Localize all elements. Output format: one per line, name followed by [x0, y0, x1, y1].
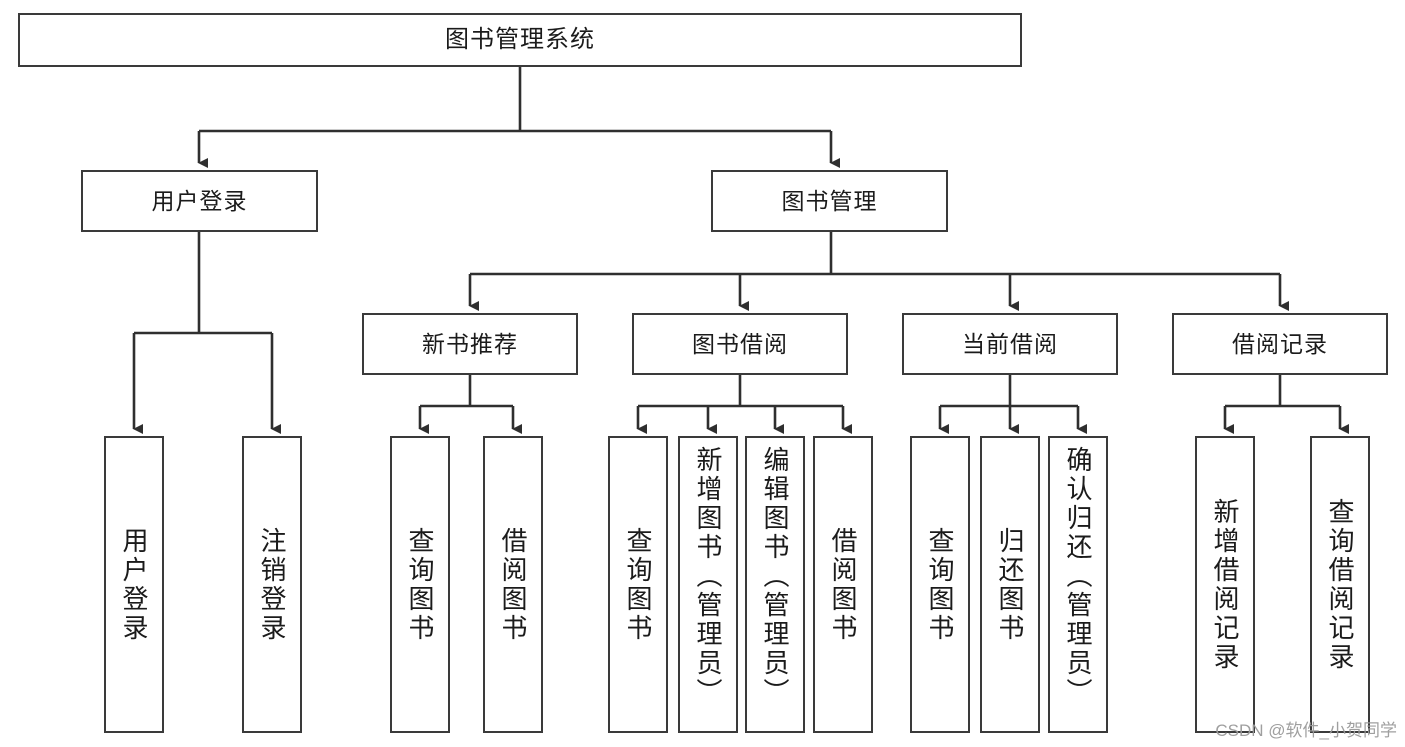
node-leaf-add-book-admin-label: 新增图书（管理员）	[693, 446, 724, 707]
node-leaf-return-book-label: 归还图书	[995, 526, 1026, 643]
node-root-label: 图书管理系统	[445, 26, 595, 53]
node-leaf-logout-login[interactable]: 注销登录	[242, 436, 302, 733]
node-leaf-confirm-return-admin[interactable]: 确认归还（管理员）	[1048, 436, 1108, 733]
node-leaf-query-book-2-label: 查询图书	[623, 526, 654, 643]
node-leaf-query-borrow-record-label: 查询借阅记录	[1325, 497, 1356, 672]
node-leaf-query-book-3[interactable]: 查询图书	[910, 436, 970, 733]
node-leaf-query-book-2[interactable]: 查询图书	[608, 436, 668, 733]
node-leaf-add-borrow-record[interactable]: 新增借阅记录	[1195, 436, 1255, 733]
node-leaf-add-borrow-record-label: 新增借阅记录	[1210, 497, 1241, 672]
node-leaf-return-book[interactable]: 归还图书	[980, 436, 1040, 733]
node-leaf-confirm-return-admin-label: 确认归还（管理员）	[1063, 446, 1094, 707]
node-new-book-recommend[interactable]: 新书推荐	[362, 313, 578, 375]
node-book-management[interactable]: 图书管理	[711, 170, 948, 232]
node-leaf-query-book-3-label: 查询图书	[925, 526, 956, 643]
node-new-book-recommend-label: 新书推荐	[422, 330, 518, 357]
node-leaf-borrow-book-1-label: 借阅图书	[498, 526, 529, 643]
node-leaf-query-book-1-label: 查询图书	[405, 526, 436, 643]
node-leaf-query-borrow-record[interactable]: 查询借阅记录	[1310, 436, 1370, 733]
node-leaf-edit-book-admin[interactable]: 编辑图书（管理员）	[745, 436, 805, 733]
node-leaf-edit-book-admin-label: 编辑图书（管理员）	[760, 446, 791, 707]
node-borrow-record-label: 借阅记录	[1232, 330, 1328, 357]
node-leaf-add-book-admin[interactable]: 新增图书（管理员）	[678, 436, 738, 733]
node-current-borrow-label: 当前借阅	[962, 330, 1058, 357]
node-leaf-borrow-book-1[interactable]: 借阅图书	[483, 436, 543, 733]
node-leaf-user-login[interactable]: 用户登录	[104, 436, 164, 733]
node-book-management-label: 图书管理	[781, 187, 878, 214]
node-leaf-borrow-book-2[interactable]: 借阅图书	[813, 436, 873, 733]
node-leaf-user-login-label: 用户登录	[119, 526, 150, 643]
node-book-borrow[interactable]: 图书借阅	[632, 313, 848, 375]
node-leaf-query-book-1[interactable]: 查询图书	[390, 436, 450, 733]
node-current-borrow[interactable]: 当前借阅	[902, 313, 1118, 375]
node-borrow-record[interactable]: 借阅记录	[1172, 313, 1388, 375]
watermark: CSDN @软件_小贺同学	[1215, 721, 1397, 740]
node-leaf-logout-login-label: 注销登录	[257, 526, 288, 643]
node-user-login[interactable]: 用户登录	[81, 170, 318, 232]
node-book-borrow-label: 图书借阅	[692, 330, 788, 357]
node-user-login-label: 用户登录	[151, 187, 248, 214]
node-leaf-borrow-book-2-label: 借阅图书	[828, 526, 859, 643]
node-root[interactable]: 图书管理系统	[18, 13, 1022, 67]
